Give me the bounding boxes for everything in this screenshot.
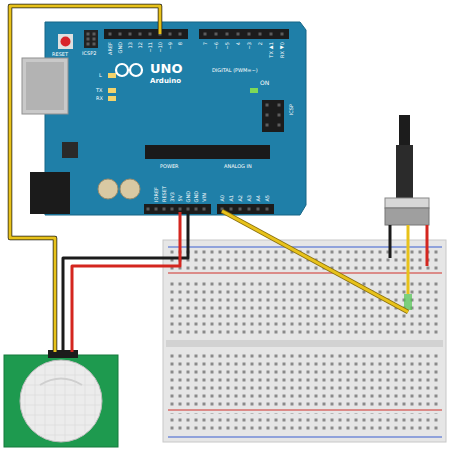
header-pins [87,33,284,211]
pin-label: UNO [150,62,183,75]
pin-label: TX▶1 [269,42,274,58]
pin-label: GND [194,191,199,202]
pin-label: RX◀0 [280,42,285,58]
pin-label: 12 [138,42,143,48]
pin-label: ~11 [148,42,153,53]
pin-label: ~6 [214,42,219,49]
pin-label: AREF [108,42,113,55]
pin-label: TX [96,88,102,93]
pin-label: GND [118,42,123,53]
pin-label: 3V3 [170,192,175,202]
pin-label: 2 [258,42,263,45]
pin-label: ~3 [247,42,252,49]
arduino-uno-board [22,22,306,215]
pin-label: ICSP [289,104,294,115]
pin-label: ~9 [168,42,173,49]
pin-label: IOREF [154,187,159,202]
pin-label: A5 [265,195,270,202]
pin-label: 4 [236,42,241,45]
pin-label: 13 [128,42,133,48]
pin-label: ICSP2 [82,51,96,56]
pin-label: Arduino [150,78,181,85]
pin-label: DIGITAL (PWM=~) [212,68,258,73]
pin-label: RX [96,96,103,101]
pir-sensor [4,350,118,447]
pin-label: 7 [203,42,208,45]
pin-label: RESET [52,52,68,57]
pin-label: A3 [247,195,252,202]
potentiometer [385,115,429,225]
pin-label: A4 [256,195,261,202]
breadboard [163,240,446,442]
pin-label: L [99,73,102,78]
pin-label: A0 [220,195,225,202]
pin-label: ON [260,80,269,86]
pin-label: VIN [202,193,207,202]
pin-label: 8 [178,42,183,45]
pin-label: A2 [238,195,243,202]
pin-label: ~5 [225,42,230,49]
pin-label: POWER [160,164,179,169]
pin-label: 5V [178,195,183,202]
wires [10,6,427,352]
pin-label: A1 [229,195,234,202]
pin-label: GND [186,191,191,202]
pin-label: ~10 [158,42,163,53]
pin-label: RESET [162,186,167,202]
pin-label: ANALOG IN [224,164,252,169]
